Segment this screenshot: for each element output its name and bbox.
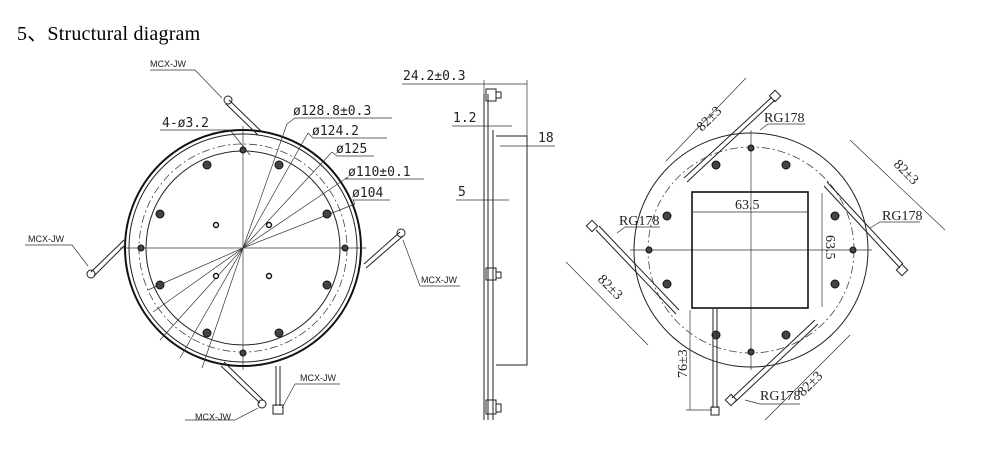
- connector-label-bottom-left: MCX-JW: [195, 412, 231, 422]
- cable-label-right: RG178: [882, 209, 922, 224]
- dim-height: 63.5: [822, 235, 837, 260]
- rear-view: RG178 RG178 RG178 RG178 63.5 63.5 76±3 8…: [565, 77, 946, 421]
- connector-label-top: MCX-JW: [150, 59, 186, 69]
- cable-label-left: RG178: [619, 214, 659, 229]
- dim-cable-right: 82±3: [890, 157, 921, 188]
- cable-label-top: RG178: [764, 111, 804, 126]
- dim-cable-bottom: 82±3: [795, 369, 826, 400]
- section-title: 5、Structural diagram: [17, 23, 201, 45]
- dim-124: ø124.2: [312, 124, 359, 139]
- connector-label-bottom-right: MCX-JW: [300, 373, 336, 383]
- dim-offset: 5: [458, 185, 466, 200]
- dim-holes: 4-ø3.2: [162, 116, 209, 131]
- dim-cable-left: 82±3: [594, 272, 625, 303]
- dim-width: 63.5: [735, 198, 760, 213]
- dim-thickness-total: 24.2±0.3: [403, 69, 466, 84]
- dim-plate: 1.2: [453, 111, 476, 126]
- dim-125: ø125: [336, 142, 367, 157]
- side-view: 24.2±0.3 1.2 18 5: [402, 69, 555, 420]
- cable-label-bottom: RG178: [760, 389, 800, 404]
- dim-depth: 18: [538, 131, 554, 146]
- connector-label-right: MCX-JW: [421, 275, 457, 285]
- dim-cable-top: 82±3: [694, 104, 725, 135]
- dim-lead-length: 76±3: [676, 349, 691, 378]
- connector-label-left: MCX-JW: [28, 234, 64, 244]
- dim-outer-diameter: ø128.8±0.3: [293, 104, 371, 119]
- front-view: MCX-JW MCX-JW MCX-JW MCX-JW MCX-JW 4-ø3.…: [25, 59, 460, 422]
- dim-104: ø104: [352, 186, 383, 201]
- dim-110: ø110±0.1: [348, 165, 411, 180]
